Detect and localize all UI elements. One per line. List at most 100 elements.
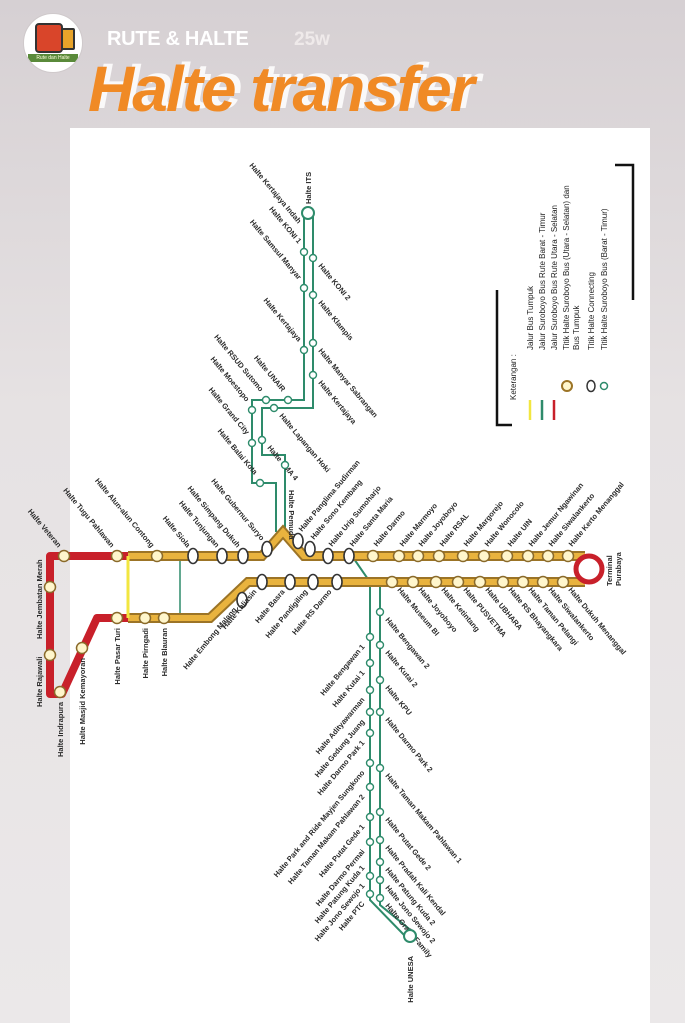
station-label: Halte Pemuda (287, 490, 296, 540)
stop-marker[interactable] (385, 575, 399, 589)
legend-orange-stop-icon (561, 380, 573, 392)
account-name[interactable]: RUTE & HALTE (107, 28, 249, 50)
green-stop-marker[interactable] (308, 370, 318, 380)
green-line-south-left (351, 555, 406, 937)
stop-marker[interactable] (150, 549, 164, 563)
stop-marker[interactable] (496, 575, 510, 589)
stop-marker[interactable] (138, 611, 152, 625)
connecting-stop-marker[interactable] (284, 573, 296, 591)
green-stop-marker[interactable] (365, 871, 375, 881)
green-stop-marker[interactable] (365, 837, 375, 847)
green-stop-marker[interactable] (365, 658, 375, 668)
stop-marker[interactable] (521, 549, 535, 563)
station-label: Halte UNESA (406, 955, 415, 1002)
stop-marker[interactable] (43, 580, 57, 594)
green-stop-marker[interactable] (375, 893, 385, 903)
green-stop-marker[interactable] (365, 782, 375, 792)
stop-marker[interactable] (432, 549, 446, 563)
bus-stop-logo-icon (61, 28, 75, 50)
stop-marker[interactable] (411, 549, 425, 563)
green-stop-marker[interactable] (375, 763, 385, 773)
connecting-stop-marker[interactable] (256, 573, 268, 591)
green-stop-marker[interactable] (261, 395, 271, 405)
green-stop-marker[interactable] (269, 403, 279, 413)
station-label: Halte Blauran (160, 628, 169, 677)
stop-marker[interactable] (429, 575, 443, 589)
green-stop-marker[interactable] (375, 807, 385, 817)
green-stop-marker[interactable] (375, 857, 385, 867)
stop-marker[interactable] (366, 549, 380, 563)
green-stop-marker[interactable] (283, 395, 293, 405)
stop-marker[interactable] (451, 575, 465, 589)
connecting-stop-marker[interactable] (322, 547, 334, 565)
stop-marker[interactable] (392, 549, 406, 563)
story-title: Halte transfer (88, 53, 475, 125)
green-stop-marker[interactable] (375, 607, 385, 617)
green-stop-marker[interactable] (375, 875, 385, 885)
green-stop-marker[interactable] (365, 707, 375, 717)
green-stop-marker[interactable] (375, 640, 385, 650)
stop-marker[interactable] (536, 575, 550, 589)
green-stop-marker[interactable] (308, 338, 318, 348)
bus-logo-icon (35, 23, 63, 53)
green-stop-marker[interactable] (375, 707, 385, 717)
green-stop-marker[interactable] (301, 206, 315, 220)
connecting-stop-marker[interactable] (236, 591, 248, 609)
stop-marker[interactable] (473, 575, 487, 589)
stop-marker[interactable] (516, 575, 530, 589)
green-stop-marker[interactable] (365, 728, 375, 738)
green-stop-marker[interactable] (365, 758, 375, 768)
connecting-stop-marker[interactable] (304, 540, 316, 558)
green-stop-marker[interactable] (247, 438, 257, 448)
green-stop-marker[interactable] (365, 812, 375, 822)
green-stop-marker[interactable] (247, 405, 257, 415)
terminal-label: Terminal Purabaya (605, 551, 623, 586)
stop-marker[interactable] (406, 575, 420, 589)
stop-marker[interactable] (57, 549, 71, 563)
connecting-stop-marker[interactable] (292, 532, 304, 550)
green-stop-marker[interactable] (375, 675, 385, 685)
connecting-stop-marker[interactable] (261, 540, 273, 558)
map-card (70, 128, 650, 1023)
stop-marker[interactable] (53, 685, 67, 699)
connecting-stop-marker[interactable] (237, 547, 249, 565)
connecting-stop-marker[interactable] (343, 547, 355, 565)
legend: Keterangan : Jalur Bus Tumpuk Jalur Suro… (495, 163, 635, 427)
connecting-stop-marker[interactable] (216, 547, 228, 565)
stop-marker[interactable] (541, 549, 555, 563)
green-stop-marker[interactable] (299, 247, 309, 257)
green-stop-marker[interactable] (375, 835, 385, 845)
legend-item: Titik Halte Suroboyo Bus (Barat - Timur) (600, 208, 609, 350)
terminal-label-line2: Purabaya (614, 551, 623, 586)
stop-marker[interactable] (110, 611, 124, 625)
connecting-stop-marker[interactable] (331, 573, 343, 591)
stop-marker[interactable] (75, 641, 89, 655)
green-stop-marker[interactable] (308, 290, 318, 300)
account-avatar[interactable]: Rute dan Halte (23, 13, 83, 73)
stop-marker[interactable] (456, 549, 470, 563)
connecting-stop-marker[interactable] (307, 573, 319, 591)
green-stop-marker[interactable] (299, 283, 309, 293)
green-stop-marker[interactable] (299, 345, 309, 355)
stop-marker[interactable] (477, 549, 491, 563)
green-stop-marker[interactable] (257, 435, 267, 445)
stop-marker[interactable] (110, 549, 124, 563)
stop-marker[interactable] (556, 575, 570, 589)
green-stop-marker[interactable] (365, 889, 375, 899)
green-stop-marker[interactable] (403, 929, 417, 943)
green-stop-marker[interactable] (255, 478, 265, 488)
stop-marker[interactable] (561, 549, 575, 563)
green-stop-marker[interactable] (365, 632, 375, 642)
green-stop-marker[interactable] (280, 460, 290, 470)
stop-marker[interactable] (157, 611, 171, 625)
station-label: Halte Indrapura (56, 701, 65, 757)
legend-item: Jalur Bus Tumpuk (526, 285, 535, 350)
stop-marker[interactable] (43, 648, 57, 662)
green-stop-marker[interactable] (308, 253, 318, 263)
terminal-purabaya-marker[interactable] (573, 553, 605, 585)
connecting-stop-marker[interactable] (187, 547, 199, 565)
stop-marker[interactable] (500, 549, 514, 563)
station-label: Halte Masjid Kemayoran (78, 658, 87, 745)
green-stop-marker[interactable] (365, 685, 375, 695)
